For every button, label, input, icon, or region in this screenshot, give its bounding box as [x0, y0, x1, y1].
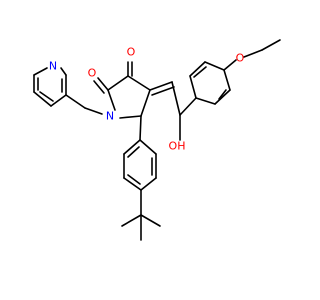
- hydroxyl-label: OH: [169, 140, 186, 153]
- ether-oxygen-label: O: [236, 52, 245, 65]
- ketone-carbonyl: [127, 61, 133, 77]
- ketone-oxygen-label: O: [127, 46, 136, 59]
- ring-nitrogen-label: N: [106, 110, 114, 123]
- ethoxyphenyl-ring: [179, 61, 231, 116]
- pyridine-ring: [33, 67, 67, 107]
- tert-butylphenyl-ring: [123, 115, 157, 191]
- ethoxy-group: [223, 39, 281, 71]
- lactam-carbonyl: [93, 77, 109, 94]
- chemical-structure: N N O O OH: [33, 39, 281, 241]
- exocyclic-double-bond: [149, 81, 181, 141]
- methylene-linker: [65, 94, 103, 115]
- tert-butyl-group: [121, 189, 161, 241]
- pyrrolidinone-ring: [107, 75, 151, 119]
- pyridine-nitrogen-label: N: [49, 60, 57, 73]
- lactam-oxygen-label: O: [88, 67, 97, 80]
